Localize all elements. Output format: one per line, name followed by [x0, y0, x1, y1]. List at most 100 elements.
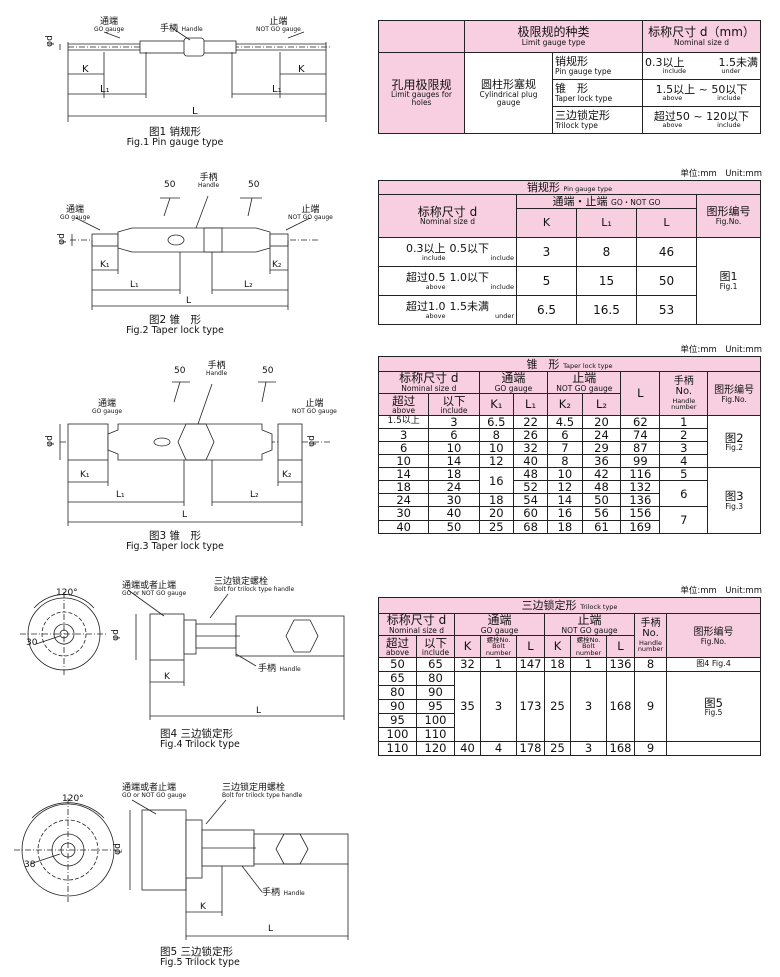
- fig4-bolt-label: 三边锁定螺栓 Bolt for trilock type handle: [214, 577, 295, 593]
- fig4-radius: 30: [26, 638, 38, 648]
- taper-table-title: 锥 形 Taper lock type: [378, 356, 761, 372]
- trilock-header-k2: K: [544, 635, 571, 658]
- taper-header-fig: 图形编号 Fig.No.: [707, 371, 761, 416]
- trilock-header-notgo: 止端 NOT GO gauge: [544, 613, 635, 636]
- fig2-l: L: [186, 296, 192, 306]
- fig2-notgo-label: 止端 NOT GO gauge: [288, 205, 333, 221]
- pin-header-fig: 图形编号 Fig.No.: [696, 194, 761, 238]
- fig4-angle: 120°: [56, 588, 78, 598]
- pin-header-gauge: 通端・止端 GO・NOT GO: [516, 194, 697, 209]
- fig2-d-label: φd: [56, 233, 67, 245]
- fig3-l1: L₁: [116, 490, 125, 500]
- pin-header-size: 标称尺寸 d Nominal size d: [378, 194, 517, 238]
- fig2-50-right: 50: [248, 180, 260, 190]
- trilock-header-l: L: [516, 635, 545, 658]
- fig3-d-left: φd: [44, 435, 55, 447]
- trilock-header-bolt2: 螺栓No.Bolt number: [570, 635, 607, 658]
- fig4-l: L: [256, 706, 262, 716]
- fig2-handle-label: 手柄 Handle: [198, 173, 220, 189]
- trilock-table-title: 三边锁定形 Trilock type: [378, 597, 761, 614]
- fig4-k: K: [164, 672, 170, 682]
- trilock-header-handle: 手柄 No. Handle number: [634, 613, 667, 658]
- figure-5-trilock: 120° 38 通端或者止端 GO or NOT GO gauge 三边锁定用螺…: [0, 780, 350, 974]
- fig1-go-label: 通端 GO gauge: [94, 17, 125, 33]
- group-holes: 孔用极限规 Limit gauges for holes: [378, 52, 465, 134]
- trilock-header-l2: L: [606, 635, 635, 658]
- taper-header-go: 通端 GO gauge: [478, 371, 549, 394]
- taper-lock-drawing-3: [59, 381, 330, 526]
- fig3-d-right: φd: [306, 435, 317, 447]
- taper-lock-table: 锥 形 Taper lock type 标称尺寸 d Nominal size …: [377, 356, 761, 534]
- pin-header-k: K: [516, 208, 577, 238]
- fig2-caption: 图2 锥 形 Fig.2 Taper lock type: [126, 314, 224, 337]
- fig5-radius: 38: [24, 860, 36, 870]
- type-pin: 销规形 Pin gauge type: [552, 52, 643, 80]
- fig4-handle-label: 手柄 Handle: [258, 664, 301, 674]
- fig3-notgo-label: 止端 NOT GO gauge: [292, 399, 337, 415]
- pin-table-unit: 单位:mm Unit:mm: [680, 169, 762, 179]
- fig3-handle-label: 手柄 Handle: [206, 361, 228, 377]
- fig3-l2: L₂: [250, 490, 259, 500]
- trilock-header-fig: 图形编号 Fig.No.: [666, 613, 761, 658]
- pin-gauge-table: 销规形 Pin gauge type 标称尺寸 d Nominal size d…: [378, 180, 761, 325]
- fig1-caption: 图1 销规形 Fig.1 Pin gauge type: [126, 126, 224, 149]
- taper-table-unit: 单位:mm Unit:mm: [680, 345, 762, 355]
- fig1-l1-right: L₁: [272, 84, 282, 95]
- pin-table-title: 销规形 Pin gauge type: [378, 180, 761, 195]
- fig2-go-label: 通端 GO gauge: [60, 205, 91, 221]
- fig2-k2: K₂: [272, 260, 282, 270]
- fig2-50-left: 50: [164, 180, 176, 190]
- taper-header-notgo: 止端 NOT GO gauge: [547, 371, 622, 394]
- fig3-k1: K₁: [80, 470, 90, 480]
- figure-2-taper-lock: 50 50 手柄 Handle 通端 GO gauge 止端 NOT GO ga…: [0, 170, 350, 342]
- taper-header-handle: 手柄 No. Handle number: [659, 371, 709, 416]
- fig5-gauge-label: 通端或者止端 GO or NOT GO gauge: [122, 783, 187, 799]
- trilock-header-size: 标称尺寸 d Nominal size d: [378, 613, 455, 636]
- fig2-k1: K₁: [100, 260, 110, 270]
- fig3-go-label: 通端 GO gauge: [92, 399, 123, 415]
- fig1-notgo-label: 止端 NOT GO gauge: [256, 17, 301, 33]
- trilock-table-unit: 单位:mm Unit:mm: [680, 586, 762, 596]
- trilock-drawing-4: [20, 589, 345, 720]
- fig3-l: L: [182, 510, 188, 520]
- taper-header-size: 标称尺寸 d Nominal size d: [378, 371, 480, 394]
- fig2-l2: L₂: [244, 280, 253, 290]
- taper-header-l1: L₁: [512, 393, 549, 416]
- fig4-caption: 图4 三边锁定形 Fig.4 Trilock type: [160, 728, 240, 751]
- taper-lock-drawing-2: [70, 195, 320, 310]
- fig5-caption: 图5 三边锁定形 Fig.5 Trilock type: [160, 946, 240, 969]
- pin-gauge-drawing: [59, 27, 330, 122]
- fig5-bolt-label: 三边锁定用螺栓 Bolt for trilock type handle: [222, 783, 303, 799]
- taper-header-l: L: [620, 371, 661, 416]
- header-nominal-size: 标称尺寸 d（mm） Nominal size d: [642, 20, 761, 53]
- figure-3-taper-lock: 50 50 手柄 Handle 通端 GO gauge 止端 NOT GO ga…: [0, 362, 350, 558]
- taper-header-k2: K₂: [547, 393, 583, 416]
- fig4-d-label: φd: [110, 629, 121, 641]
- pin-header-l: L: [636, 208, 697, 238]
- fig1-l-label: L: [192, 106, 198, 117]
- plug-gauge-cell: 圆柱形塞规 Cylindrical plug gauge: [464, 52, 553, 134]
- pin-header-l1: L₁: [576, 208, 637, 238]
- taper-header-l2: L₂: [581, 393, 622, 416]
- pin-fig-ref: 图1 Fig.1: [696, 237, 761, 325]
- header-gauge-type: 极限规的种类 Limit gauge type: [464, 20, 643, 53]
